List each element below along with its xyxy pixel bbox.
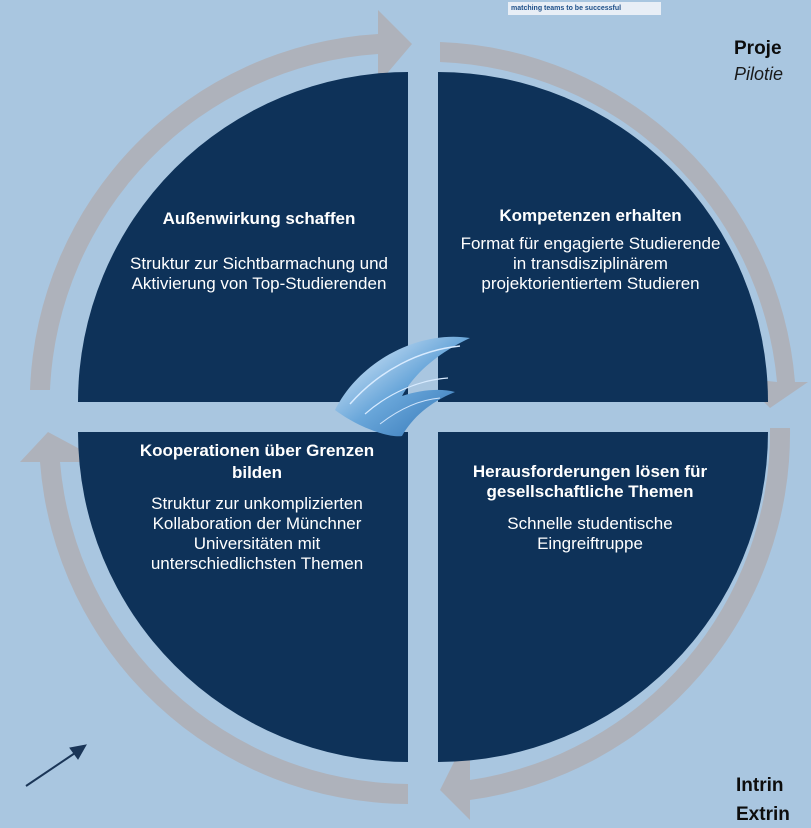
quadrant-top-right-text: Kompetenzen erhalten Format für engagier… [458, 200, 723, 294]
quadrant-body: Format für engagierte Studierende in tra… [460, 234, 721, 293]
intrinsic-label: Intrin [736, 775, 784, 796]
brand-tagline: matching teams to be successful [508, 2, 661, 15]
arrow-top-right [440, 42, 808, 408]
quadrant-title: Außenwirkung schaffen [162, 209, 356, 228]
pilot-label: Pilotie [734, 64, 784, 84]
quadrant-body: Struktur zur unkomplizierten Kollaborati… [150, 494, 364, 573]
quadrant-bottom-right [438, 432, 768, 762]
quadrant-title: Kooperationen über Grenzen bilden [139, 441, 375, 482]
arrow-bottom-right [440, 428, 791, 820]
arrow-icon [25, 744, 87, 787]
cycle-arrow-ring [20, 10, 808, 820]
arrow-bottom-left [20, 432, 408, 804]
arrow-top-left [30, 10, 412, 390]
quadrants [78, 72, 768, 762]
quadrant-body: Schnelle studentische Eingreiftruppe [507, 514, 673, 553]
quadrant-bottom-right-text: Herausforderungen lösen für gesellschaft… [460, 462, 720, 554]
quadrant-top-left-text: Außenwirkung schaffen Struktur zur Sicht… [128, 206, 390, 294]
wing-icon [335, 336, 470, 437]
quadrant-title: Kompetenzen erhalten [499, 206, 682, 225]
project-label: Proje [734, 38, 782, 59]
quadrant-bottom-left [78, 432, 408, 762]
quadrant-title: Herausforderungen lösen für gesellschaft… [472, 462, 708, 501]
extrinsic-label: Extrin [736, 804, 790, 825]
quadrant-body: Struktur zur Sichtbarmachung und Aktivie… [130, 254, 388, 293]
quadrant-top-left [78, 72, 408, 402]
quadrant-bottom-left-text: Kooperationen über Grenzen bilden Strukt… [122, 440, 392, 574]
quadrant-top-right [438, 72, 768, 402]
